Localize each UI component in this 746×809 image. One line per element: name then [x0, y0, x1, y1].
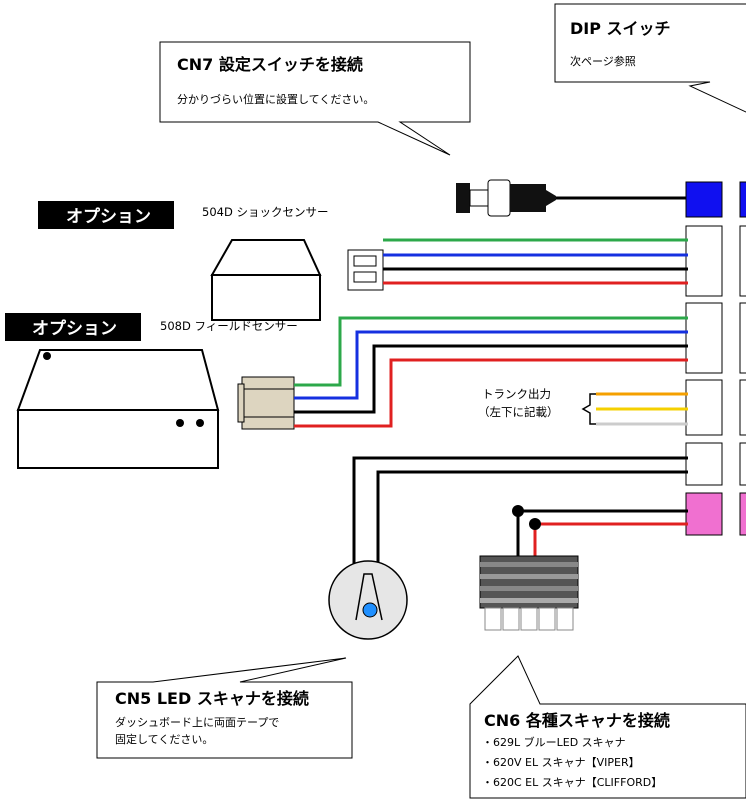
option-badge-2-text: オプション	[32, 318, 117, 339]
trunk-brace	[581, 393, 596, 425]
cn7-title: CN7 設定スイッチを接続	[177, 55, 363, 74]
field-sensor-plug	[237, 376, 295, 430]
shock-sensor-box	[210, 239, 322, 321]
cn6-item-1: ・629L ブルーLED スキャナ	[482, 735, 626, 749]
connector-trunk	[685, 379, 746, 436]
field-sensor-wires	[294, 316, 688, 428]
shock-sensor-label: 504D ショックセンサー	[202, 205, 328, 219]
cn6-title: CN6 各種スキャナを接続	[484, 711, 670, 730]
connector-field-sensor	[685, 302, 746, 374]
cn6-callout: CN6 各種スキャナを接続 ・629L ブルーLED スキャナ ・620V EL…	[469, 655, 746, 799]
cn5-note-line2: 固定してください。	[115, 732, 213, 746]
field-sensor-box	[16, 349, 220, 469]
shock-sensor-plug	[347, 249, 384, 291]
trunk-output-label: トランク出力	[482, 387, 551, 401]
cn6-item-3: ・620C EL スキャナ【CLIFFORD】	[482, 776, 662, 789]
cn7-callout: CN7 設定スイッチを接続 分かりづらい位置に設置してください。	[159, 41, 471, 156]
option-badge-1: オプション	[38, 201, 174, 229]
connector-shock-sensor	[685, 225, 746, 297]
trunk-wires	[596, 392, 688, 426]
option-badge-1-text: オプション	[66, 206, 151, 227]
dip-switch-callout: DIP スイッチ 次ページ参照	[554, 3, 746, 113]
setting-switch	[456, 179, 688, 217]
dip-switch-title: DIP スイッチ	[570, 19, 671, 38]
dip-switch-note: 次ページ参照	[570, 54, 636, 68]
cn5-note-line1: ダッシュボード上に両面テープで	[115, 715, 279, 729]
cn6-junction-2	[529, 518, 541, 530]
trunk-output-note: （左下に記載）	[478, 405, 559, 419]
option-badge-2: オプション	[5, 313, 141, 341]
cn6-wires	[516, 509, 688, 556]
cn5-callout: CN5 LED スキャナを接続 ダッシュボード上に両面テープで 固定してください…	[96, 657, 353, 759]
connector-cn7-blue	[685, 181, 746, 218]
field-sensor-label: 508D フィールドセンサー	[160, 319, 298, 333]
multi-scanner	[479, 555, 579, 631]
connector-cn5	[685, 442, 746, 486]
cn7-note: 分かりづらい位置に設置してください。	[177, 92, 374, 106]
cn5-title: CN5 LED スキャナを接続	[115, 689, 309, 708]
cn6-item-2: ・620V EL スキャナ【VIPER】	[482, 756, 640, 769]
cn5-wires	[352, 456, 688, 570]
shock-sensor-wires	[383, 238, 688, 285]
led-scanner	[328, 560, 408, 640]
cn6-junction-1	[512, 505, 524, 517]
connector-cn6-pink	[685, 492, 746, 536]
